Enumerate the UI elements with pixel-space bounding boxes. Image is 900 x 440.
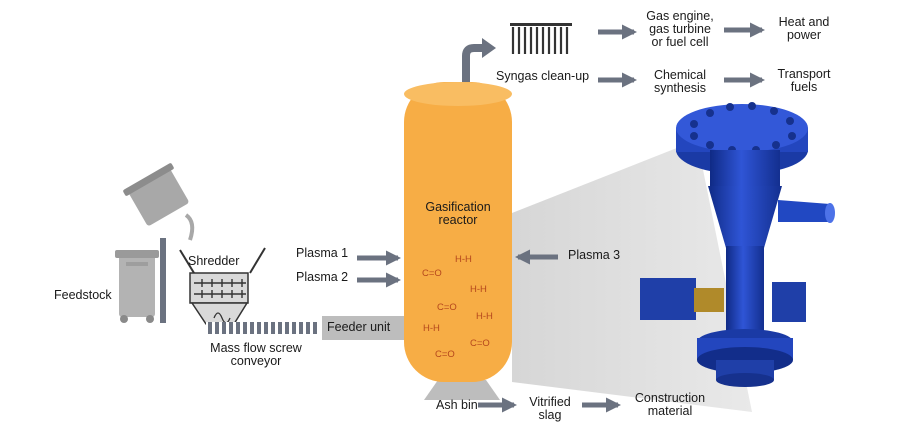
transport-fuels-line-2: fuels [790,80,818,94]
tipping-container-icon [123,163,195,241]
chemical-synthesis-label: Chemical synthesis [640,69,720,95]
reactor-label-line-2: reactor [438,213,478,227]
construction-material-label: Construction material [622,392,718,418]
ash-bin-label: Ash bin [436,398,478,412]
shredder-label: Shredder [188,254,240,268]
transport-fuels-label: Transport fuels [766,68,842,94]
zoom-projection [512,140,752,412]
plasma-reactor-3d-icon [640,102,835,387]
vitrified-slag-line-1: Vitrified [529,395,571,409]
molecule-label: C=O [470,338,490,349]
flow-arrows [357,22,765,413]
plasma-1-label: Plasma 1 [296,246,349,260]
heat-power-line-1: Heat and [778,15,830,29]
molecule-label: H-H [423,323,440,334]
vitrified-slag-label: Vitrified slag [520,396,580,422]
chemical-synthesis-line-2: synthesis [653,81,707,95]
gas-engine-label: Gas engine, gas turbine or fuel cell [636,10,724,49]
conveyor-label-line-2: conveyor [230,354,282,368]
conveyor-label-line-1: Mass flow screw [210,341,302,355]
molecule-label: H-H [455,254,472,265]
molecule-label: H-H [470,284,487,295]
bin-icon [115,250,159,323]
gas-engine-line-3: or fuel cell [651,35,709,49]
feedstock-label: Feedstock [54,288,112,302]
feeder-unit-box [322,316,406,340]
syngas-cleanup-label: Syngas clean-up [496,69,590,83]
gas-engine-line-2: gas turbine [649,22,711,36]
plasma-3-label: Plasma 3 [568,248,621,262]
chemical-synthesis-line-1: Chemical [653,68,707,82]
molecule-label: C=O [435,349,455,360]
filter-icon [510,23,572,54]
screw-conveyor [206,322,324,334]
molecule-label: H-H [476,311,493,322]
conveyor-label: Mass flow screw conveyor [196,342,316,368]
feedstock-divider [160,238,166,323]
feeder-unit-label: Feeder unit [327,320,391,334]
molecule-label: C=O [422,268,442,279]
molecule-label: C=O [437,302,457,313]
vitrified-slag-line-2: slag [538,408,562,422]
gas-engine-line-1: Gas engine, [646,9,714,23]
construction-material-line-2: material [647,404,693,418]
shredder-icon [179,247,266,325]
transport-fuels-line-1: Transport [777,67,831,81]
syngas-pipe [462,38,496,82]
reactor-label: Gasification reactor [408,201,508,227]
plasma-2-label: Plasma 2 [296,270,349,284]
heat-power-label: Heat and power [766,16,842,42]
reactor-label-line-1: Gasification [425,200,491,214]
gasification-reactor [404,82,512,400]
construction-material-line-1: Construction [634,391,706,405]
heat-power-line-2: power [786,28,822,42]
